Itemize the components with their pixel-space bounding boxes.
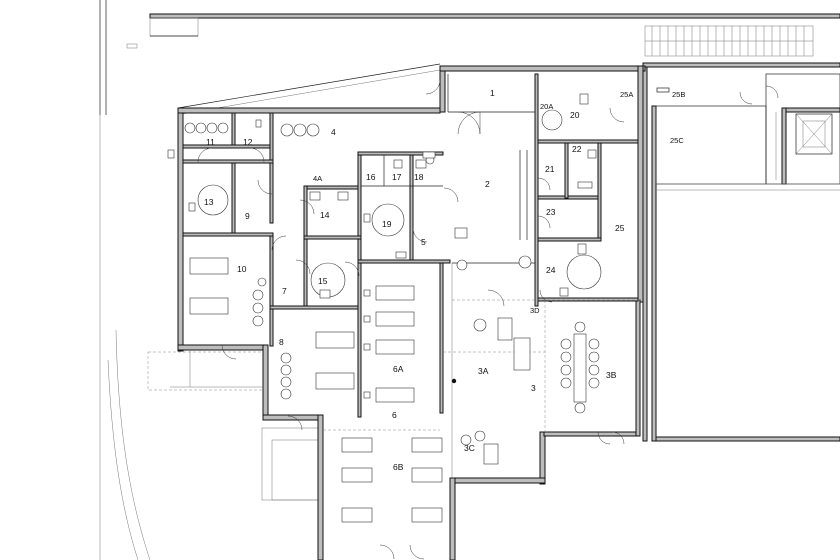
room-label-3d: 3D: [530, 306, 540, 315]
room-label-6: 6: [392, 410, 397, 420]
room-label-2: 2: [485, 179, 490, 189]
right-annex: [642, 62, 840, 442]
exterior-walls: [177, 65, 646, 560]
room-label-5: 5: [421, 237, 426, 247]
room-label-24: 24: [546, 265, 556, 275]
room-label-23: 23: [546, 207, 556, 217]
interior-walls: [182, 73, 639, 418]
room-label-8: 8: [279, 337, 284, 347]
doors: [197, 79, 779, 560]
stair-top-right: [644, 25, 814, 57]
room-label-22: 22: [572, 144, 582, 154]
room-label-20a: 20A: [540, 102, 553, 111]
room-label-20: 20: [570, 110, 580, 120]
room-label-6b: 6B: [393, 462, 404, 472]
room-label-3b: 3B: [606, 370, 617, 380]
room-label-4: 4: [331, 127, 336, 137]
room-label-4a: 4A: [313, 174, 322, 183]
room-label-25c: 25C: [670, 136, 684, 145]
room-label-3c: 3C: [464, 443, 475, 453]
room-label-21: 21: [545, 164, 555, 174]
room-label-15: 15: [318, 276, 328, 286]
room-label-9: 9: [245, 211, 250, 221]
room-label-6a: 6A: [393, 364, 404, 374]
room-labels: 1 2 3 3A 3B 3C 3D 4 4A 5 6 6A 6B 7 8 9 1…: [204, 88, 685, 472]
room-label-17: 17: [392, 172, 402, 182]
room-label-16: 16: [366, 172, 376, 182]
room-label-13: 13: [204, 197, 214, 207]
furniture: [167, 93, 602, 523]
room-label-11: 11: [206, 137, 215, 147]
room-label-18: 18: [414, 172, 424, 182]
room-label-25b: 25B: [672, 90, 685, 99]
site-context: [99, 0, 840, 560]
room-label-25a: 25A: [620, 90, 633, 99]
room-label-7: 7: [282, 286, 287, 296]
room-label-19: 19: [382, 219, 392, 229]
room-label-3a: 3A: [478, 366, 489, 376]
room-label-3: 3: [531, 383, 536, 393]
room-label-12: 12: [243, 137, 253, 147]
room-label-14: 14: [320, 210, 330, 220]
room-label-25: 25: [615, 223, 625, 233]
room-label-10: 10: [237, 264, 247, 274]
marker-dot: [451, 378, 457, 384]
room-label-1: 1: [490, 88, 495, 98]
